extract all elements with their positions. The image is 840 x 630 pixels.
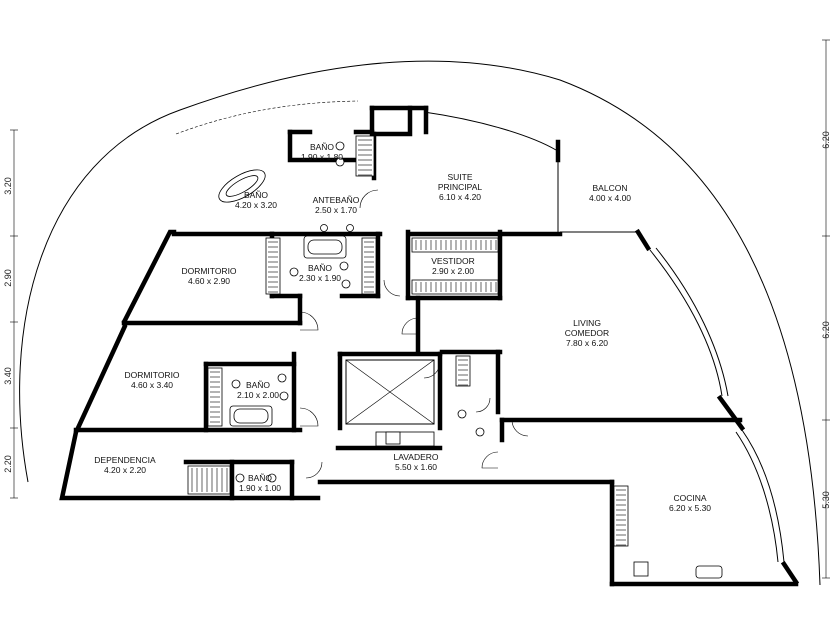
room-cocina-size: 6.20 x 5.30 (669, 503, 711, 513)
dimension-labels: 3.20 2.90 3.40 2.20 6.20 6.20 5.30 (3, 131, 831, 509)
room-dormitorio-1-name: DORMITORIO (181, 266, 236, 276)
room-dependencia-name: DEPENDENCIA (94, 455, 156, 465)
room-living-size: 7.80 x 6.20 (566, 338, 608, 348)
balcony-glass-line (175, 100, 359, 135)
room-bano-1-name: BAÑO (310, 142, 334, 152)
room-living-name: LIVING (573, 318, 601, 328)
room-antebano-name: ANTEBAÑO (313, 195, 360, 205)
room-dormitorio-1-size: 4.60 x 2.90 (188, 276, 230, 286)
room-bano-2-size: 4.20 x 3.20 (235, 200, 277, 210)
dim-left-1: 3.20 (3, 177, 13, 195)
room-living-name2: COMEDOR (565, 328, 609, 338)
dim-left-2: 2.90 (3, 269, 13, 287)
facade-glazing (61, 111, 785, 563)
room-bano-2-name: BAÑO (244, 190, 268, 200)
closet-hatching (191, 139, 626, 546)
room-bano-1-size: 1.90 x 1.80 (301, 152, 343, 162)
room-antebano-size: 2.50 x 1.70 (315, 205, 357, 215)
dim-right-3: 5.30 (821, 491, 831, 509)
room-cocina-name: COCINA (673, 493, 706, 503)
room-bano-4-name: BAÑO (246, 380, 270, 390)
room-suite-name: SUITE (447, 172, 472, 182)
room-balcon-name: BALCON (593, 183, 628, 193)
room-dependencia-size: 4.20 x 2.20 (104, 465, 146, 475)
room-suite-name2: PRINCIPAL (438, 182, 483, 192)
dim-left-3: 3.40 (3, 367, 13, 385)
room-vestidor-size: 2.90 x 2.00 (432, 266, 474, 276)
room-bano-3-name: BAÑO (308, 263, 332, 273)
room-vestidor-name: VESTIDOR (431, 256, 474, 266)
room-labels: BAÑO 1.90 x 1.80 BAÑO 4.20 x 3.20 ANTEBA… (94, 142, 711, 513)
room-bano-4-size: 2.10 x 2.00 (237, 390, 279, 400)
room-bano-5-size: 1.90 x 1.00 (239, 483, 281, 493)
room-balcon-size: 4.00 x 4.00 (589, 193, 631, 203)
room-bano-3-size: 2.30 x 1.90 (299, 273, 341, 283)
room-bano-5-name: BAÑO (248, 473, 272, 483)
elevator-shaft (345, 359, 435, 425)
sanitary-fixtures (218, 141, 723, 579)
room-dormitorio-2-name: DORMITORIO (124, 370, 179, 380)
room-suite-size: 6.10 x 4.20 (439, 192, 481, 202)
room-lavadero-name: LAVADERO (393, 452, 438, 462)
dim-right-2: 6.20 (821, 321, 831, 339)
outer-balcony-arc (19, 60, 821, 586)
room-dormitorio-2-size: 4.60 x 3.40 (131, 380, 173, 390)
left-dimension-lines (10, 129, 18, 499)
dim-left-4: 2.20 (3, 455, 13, 473)
right-dimension-lines (822, 39, 830, 579)
doors (299, 189, 529, 479)
room-lavadero-size: 5.50 x 1.60 (395, 462, 437, 472)
dim-right-1: 6.20 (821, 131, 831, 149)
